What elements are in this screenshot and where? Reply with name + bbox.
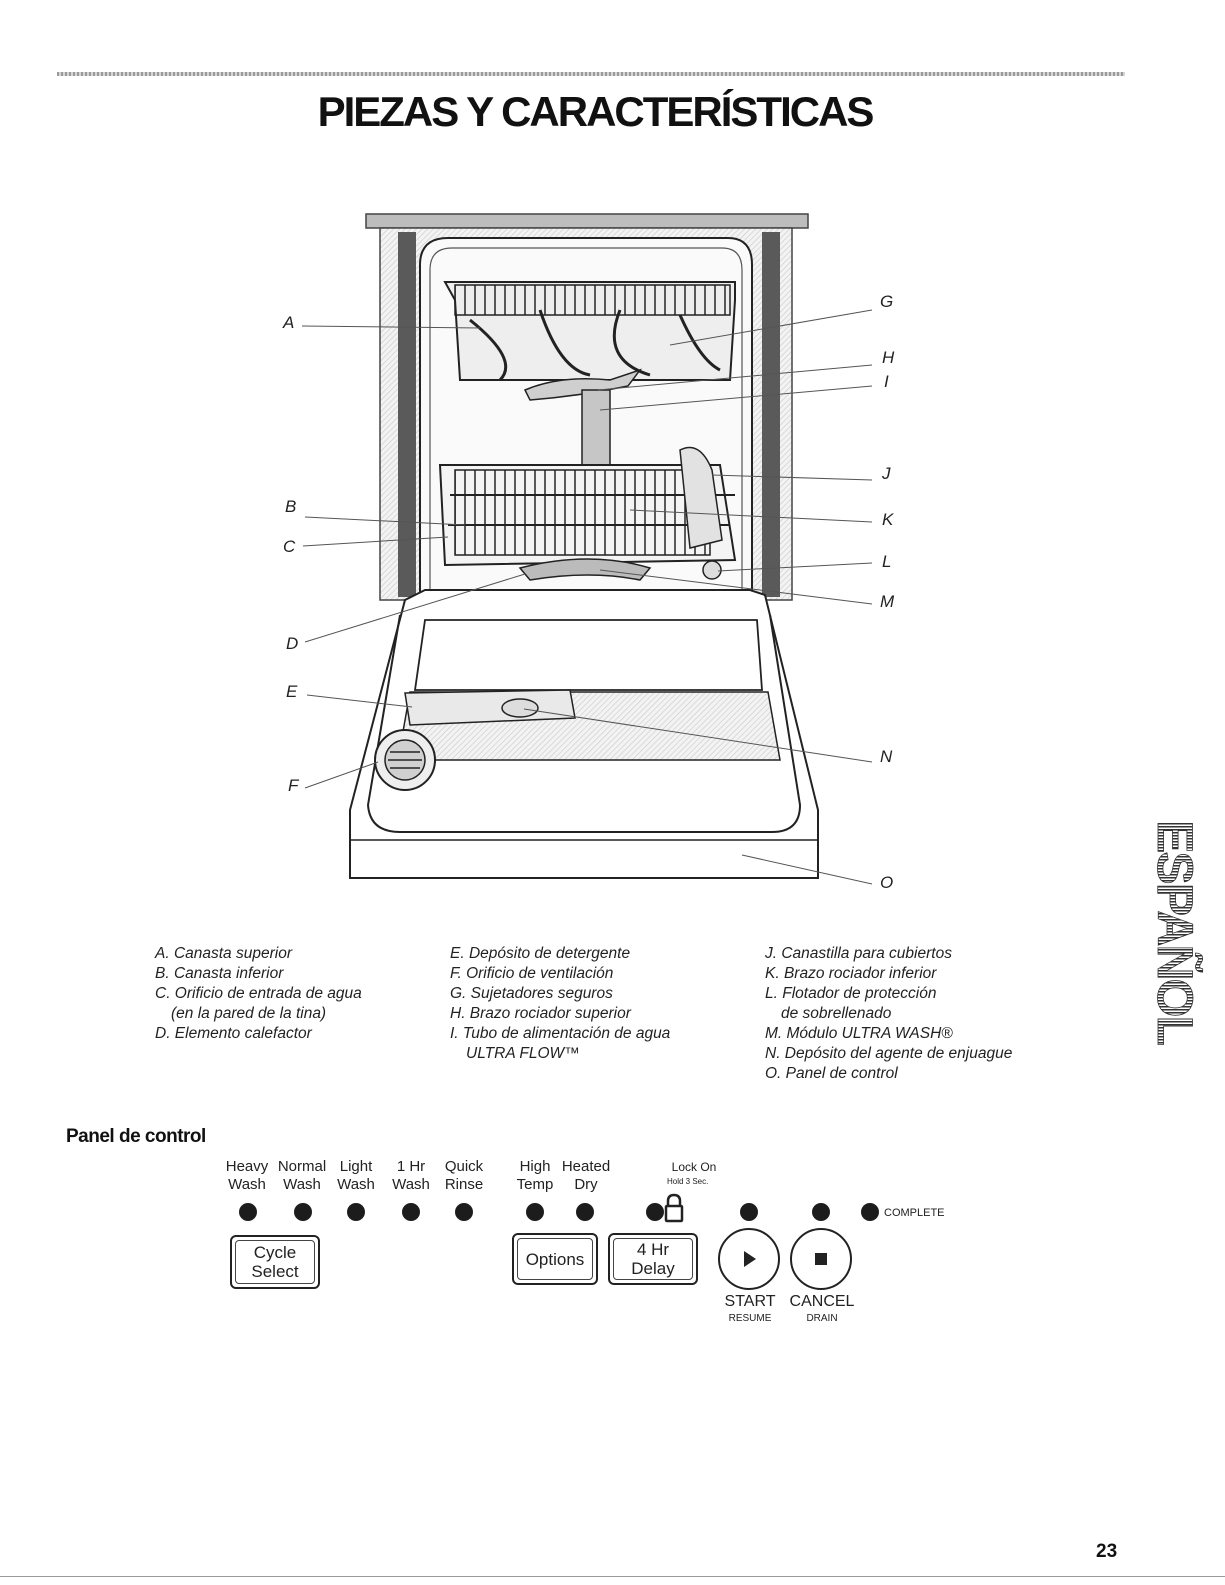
callout-e: E: [286, 682, 298, 701]
lower-rack: [438, 446, 737, 581]
legend-item: K. Brazo rociador inferior: [765, 965, 937, 982]
callout-o: O: [880, 873, 894, 892]
legend-item: G. Sujetadores seguros: [450, 985, 613, 1002]
callout-i: I: [884, 372, 889, 391]
top-rule: [57, 72, 1125, 76]
language-side-tab: ESPAÑOL: [1148, 820, 1203, 1045]
lock-label: Lock On: [671, 1160, 717, 1174]
legend-item: H. Brazo rociador superior: [450, 1005, 631, 1022]
legend-column-1: A. Canasta superior B. Canasta inferior …: [155, 944, 362, 1044]
callout-g: G: [880, 292, 894, 311]
callout-a: A: [283, 313, 295, 332]
callout-k: K: [882, 510, 894, 529]
legend-item: de sobrellenado: [781, 1005, 892, 1022]
drain-label: DRAIN: [806, 1313, 838, 1324]
callout-h: H: [882, 348, 895, 367]
complete-label: COMPLETE: [884, 1207, 945, 1219]
start-label: START: [724, 1293, 776, 1310]
page-number: 23: [1096, 1541, 1118, 1562]
led-heated-dry: [576, 1203, 594, 1221]
legend-item: A. Canasta superior: [155, 945, 292, 962]
led-status-1: [740, 1203, 758, 1221]
options-button[interactable]: Options: [512, 1233, 598, 1285]
legend-item: M. Módulo ULTRA WASH®: [765, 1025, 953, 1042]
legend-item: F. Orificio de ventilación: [450, 965, 614, 982]
cancel-label: CANCEL: [789, 1293, 855, 1310]
legend-item: B. Canasta inferior: [155, 965, 284, 982]
callout-l: L: [882, 552, 892, 571]
resume-label: RESUME: [728, 1313, 772, 1324]
stop-icon: [815, 1253, 827, 1265]
start-button[interactable]: [718, 1228, 780, 1290]
legend-item: O. Panel de control: [765, 1065, 898, 1082]
dishwasher-diagram: [301, 213, 873, 885]
led-normal-wash: [294, 1203, 312, 1221]
page-title: PIEZAS Y CARACTERÍSTICAS: [317, 88, 875, 135]
legend-item: I. Tubo de alimentación de agua: [450, 1025, 671, 1042]
callout-n: N: [880, 747, 893, 766]
legend-item: (en la pared de la tina): [171, 1005, 327, 1022]
control-panel-heading: Panel de control: [66, 1126, 206, 1147]
door: [349, 589, 819, 879]
legend-item: J. Canastilla para cubiertos: [765, 945, 952, 962]
lock-hold-hint: Hold 3 Sec.: [667, 1177, 709, 1186]
callout-f: F: [288, 776, 299, 795]
led-high-temp: [526, 1203, 544, 1221]
callout-d: D: [286, 634, 299, 653]
led-1hr-wash: [402, 1203, 420, 1221]
legend-item: E. Depósito de detergente: [450, 945, 631, 962]
callout-m: M: [880, 592, 895, 611]
legend-item: L. Flotador de protección: [765, 985, 937, 1002]
callout-b: B: [285, 497, 297, 516]
legend-item: C. Orificio de entrada de agua: [155, 985, 362, 1002]
callout-c: C: [283, 537, 296, 556]
led-complete: [861, 1203, 879, 1221]
led-lock: [646, 1203, 664, 1221]
led-heavy-wash: [239, 1203, 257, 1221]
cancel-button[interactable]: [790, 1228, 852, 1290]
legend-column-3: J. Canastilla para cubiertos K. Brazo ro…: [765, 944, 1012, 1084]
lock-icon: [664, 1193, 684, 1223]
legend-column-2: E. Depósito de detergente F. Orificio de…: [450, 944, 670, 1064]
legend-item: N. Depósito del agente de enjuague: [765, 1045, 1013, 1062]
leader-lines: [301, 309, 873, 885]
bottom-rule: [0, 1576, 1225, 1577]
led-light-wash: [347, 1203, 365, 1221]
play-icon: [744, 1251, 756, 1267]
svg-text:ESPAÑOL: ESPAÑOL: [1148, 820, 1203, 1044]
led-status-2: [812, 1203, 830, 1221]
legend-item: ULTRA FLOW™: [466, 1045, 580, 1062]
callout-j: J: [882, 464, 891, 483]
led-quick-rinse: [455, 1203, 473, 1221]
legend-item: D. Elemento calefactor: [155, 1025, 312, 1042]
